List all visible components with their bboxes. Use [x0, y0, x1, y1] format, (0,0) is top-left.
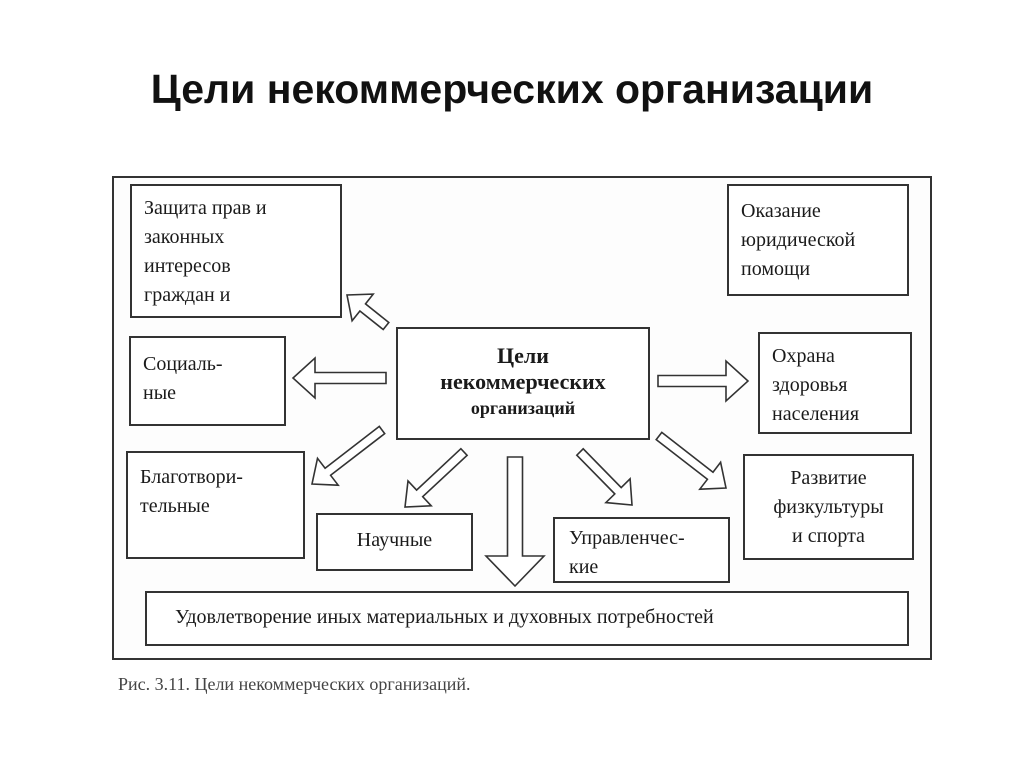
node-scientific-line: Научные: [356, 529, 433, 551]
arrow-to-social: [291, 356, 387, 400]
node-sport-line: и спорта: [792, 525, 865, 547]
node-management-line: Управленчес-: [569, 527, 685, 549]
node-protection-line: законных: [144, 226, 225, 248]
node-protection: Защита прав и законных интересов граждан…: [130, 184, 342, 318]
node-health-line: здоровья: [772, 374, 848, 396]
node-other-needs: Удовлетворение иных материальных и духов…: [145, 591, 909, 646]
node-protection-line: Защита прав и: [144, 197, 267, 219]
node-center-line: Цели: [497, 343, 549, 368]
node-legal-line: помощи: [741, 258, 811, 280]
node-legal-line: юридической: [741, 229, 856, 251]
arrow-to-other-needs: [484, 456, 546, 588]
node-sport-line: физкультуры: [773, 496, 884, 518]
node-health: Охрана здоровья населения: [758, 332, 912, 434]
node-social: Социаль- ные: [129, 336, 286, 426]
node-health-line: Охрана: [772, 345, 835, 367]
node-charity: Благотвори- тельные: [126, 451, 305, 559]
node-center: Цели некоммерческих организаций: [396, 327, 650, 440]
arrow-to-scientific: [404, 447, 469, 508]
node-charity-line: тельные: [140, 495, 210, 517]
node-social-line: ные: [143, 382, 177, 404]
node-legal: Оказание юридической помощи: [727, 184, 909, 296]
arrow-to-protection: [346, 293, 390, 331]
node-sport: Развитие физкультуры и спорта: [743, 454, 914, 560]
node-other-needs-line: Удовлетворение иных материальных и духов…: [175, 606, 714, 628]
node-management-line: кие: [569, 556, 599, 578]
node-management: Управленчес- кие: [553, 517, 730, 583]
node-legal-line: Оказание: [741, 200, 821, 222]
node-scientific: Научные: [316, 513, 473, 571]
node-center-line: организаций: [470, 398, 576, 418]
arrow-to-health: [657, 359, 750, 403]
node-center-line: некоммерческих: [440, 369, 606, 394]
arrow-to-management: [575, 447, 633, 506]
node-health-line: населения: [772, 403, 860, 425]
node-sport-line: Развитие: [790, 467, 867, 489]
node-social-line: Социаль-: [143, 353, 223, 375]
figure-caption: Рис. 3.11. Цели некоммерческих организац…: [118, 674, 471, 694]
node-charity-line: Благотвори-: [140, 466, 243, 488]
arrow-to-charity: [311, 425, 386, 487]
node-protection-line: интересов: [144, 255, 231, 277]
arrow-to-sport: [655, 431, 727, 491]
node-protection-line: граждан и: [144, 284, 231, 306]
slide-title: Цели некоммерческих организации: [150, 66, 874, 112]
